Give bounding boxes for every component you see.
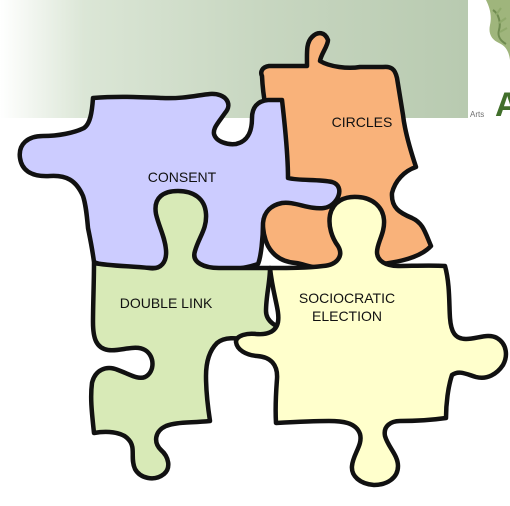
logo-small-text: Arts [470, 110, 485, 119]
circles-label: CIRCLES [331, 114, 393, 130]
puzzle-piece-consent [17, 91, 342, 273]
corner-logo: A Arts [468, 0, 510, 124]
puzzle-piece-sociocratic-election [233, 194, 509, 488]
consent-label: CONSENT [147, 169, 217, 185]
logo-letter: A [495, 86, 510, 124]
puzzle-piece-double-link [88, 188, 294, 481]
sociocratic-election-label: SOCIOCRATIC ELECTION [298, 290, 396, 324]
double-link-label: DOUBLE LINK [119, 295, 213, 311]
logo-mark: A [486, 0, 510, 124]
